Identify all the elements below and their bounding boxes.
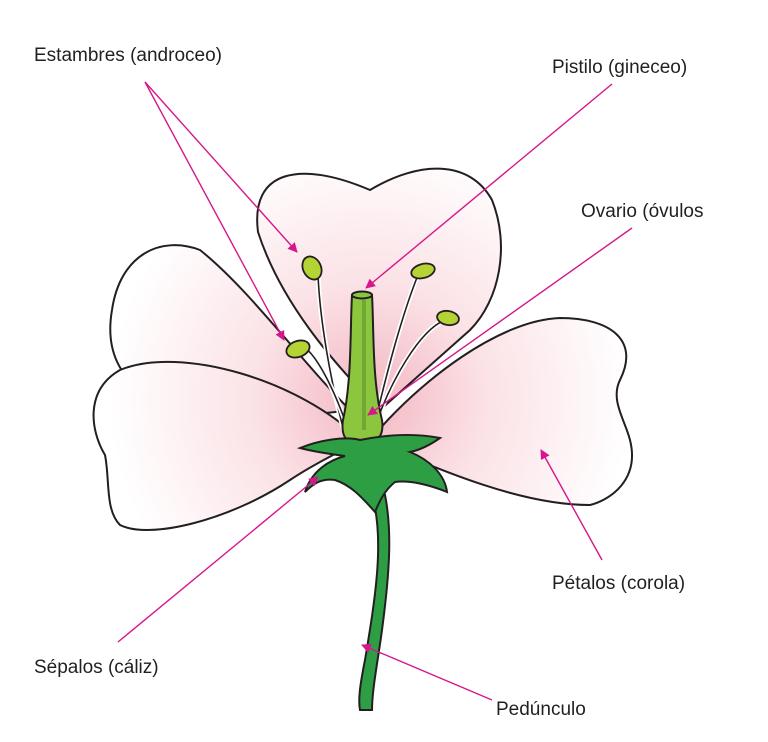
label-estambres: Estambres (androceo) <box>34 45 222 66</box>
arrow-estambres-1 <box>144 81 298 253</box>
arrow-petalos <box>540 449 603 561</box>
label-petalos: Pétalos (corola) <box>552 573 686 594</box>
anther <box>285 339 311 359</box>
arrow-pedunculo <box>361 643 493 701</box>
petal-right <box>368 316 633 507</box>
label-pistilo: Pistilo (gineceo) <box>552 57 688 78</box>
label-ovario: Ovario (óvulos <box>581 201 704 222</box>
anther <box>436 309 460 327</box>
stem <box>358 494 391 711</box>
leader-arrows <box>117 81 633 701</box>
petal-lower-left <box>92 360 362 531</box>
label-sepalos: Sépalos (cáliz) <box>34 657 159 678</box>
anther <box>410 262 436 280</box>
sepals <box>296 433 449 514</box>
arrow-ovario <box>367 227 633 416</box>
anther <box>301 255 323 281</box>
arrow-sepalos <box>117 476 319 643</box>
anthers <box>285 255 460 359</box>
arrow-pistilo <box>365 83 613 289</box>
label-pedunculo: Pedúnculo <box>496 699 586 720</box>
arrow-estambres-2 <box>144 81 285 341</box>
